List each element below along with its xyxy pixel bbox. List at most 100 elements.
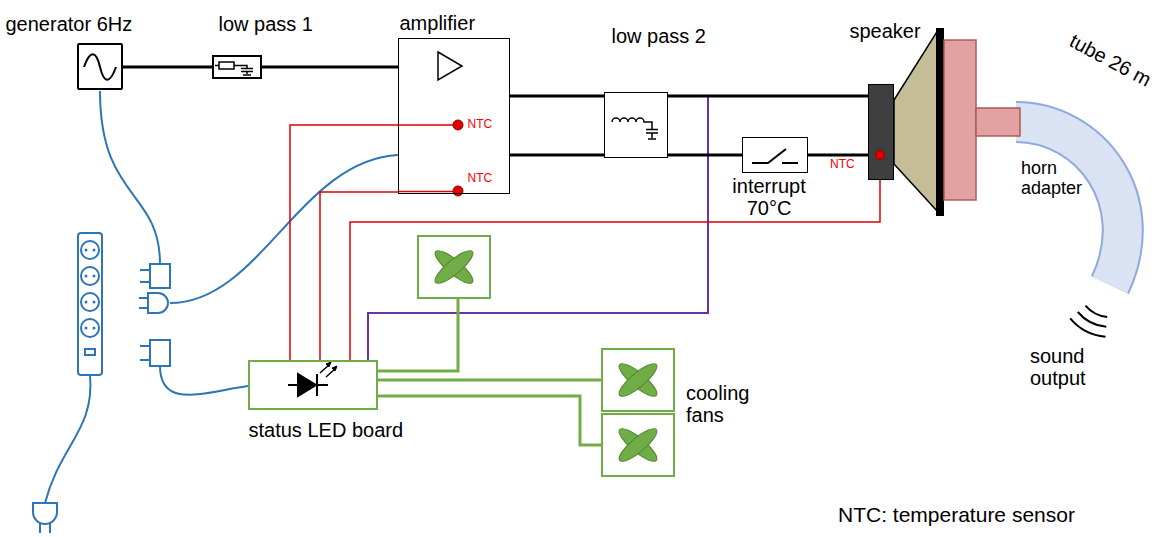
- sense-wire: [368, 96, 708, 360]
- sound-waves: [1070, 318, 1105, 336]
- socket-holes: [93, 301, 96, 304]
- part-label: status LED board: [249, 419, 404, 441]
- power-plug: [148, 293, 168, 313]
- cooling-fan: [418, 236, 490, 298]
- part-label: amplifier: [400, 12, 476, 34]
- signal-wire: [668, 154, 742, 157]
- cooling-fan: [615, 359, 661, 401]
- speaker-cone: [894, 30, 938, 212]
- power-strip: [78, 233, 102, 375]
- socket-holes: [85, 249, 96, 330]
- power-plug: [40, 523, 50, 533]
- sound-waves: [1086, 306, 1108, 317]
- signal-wire: [510, 154, 604, 157]
- signal-wire: [808, 154, 868, 157]
- sensor-wire: [398, 191, 453, 193]
- led-symbol: [288, 362, 337, 396]
- power-plug: [33, 503, 57, 524]
- filter-symbol: [219, 62, 234, 69]
- speaker-rim: [936, 28, 944, 216]
- tube: [1016, 122, 1123, 285]
- power-cable: [45, 91, 398, 503]
- cooling-fan: [602, 349, 674, 411]
- socket-holes: [85, 301, 88, 304]
- sensor-dot: [453, 120, 463, 196]
- part-label: horn adapter: [1021, 158, 1091, 198]
- sensor-wire: [290, 125, 398, 360]
- horn-adapter: [976, 108, 1020, 136]
- power-plug: [150, 340, 170, 366]
- cooling-fan: [615, 359, 661, 401]
- signal-wire: [262, 66, 398, 69]
- power-strip: [78, 233, 102, 375]
- sensor-wire: [350, 180, 880, 360]
- signal-wire: [123, 66, 212, 69]
- switch-symbol: [752, 149, 798, 163]
- led-symbol: [288, 374, 328, 396]
- signal-wire: [668, 95, 868, 98]
- sensor-wire: [398, 124, 453, 126]
- amplifier-symbol: [438, 52, 462, 80]
- power-cable: [170, 155, 398, 303]
- part-label: cooling fans: [686, 382, 766, 427]
- filter-symbol: [612, 118, 652, 129]
- horn-adapter: [944, 40, 976, 200]
- sensor-wire: [320, 192, 398, 360]
- filter-box: low pass 1: [212, 55, 262, 79]
- part-label: low pass 1: [219, 13, 314, 35]
- speaker-magnet: speaker: [868, 84, 894, 180]
- part-label: tube 26 m: [1065, 29, 1154, 91]
- filter-symbol: [215, 62, 253, 75]
- power-cable: [45, 375, 90, 503]
- filter-box: low pass 2: [604, 92, 668, 158]
- power-plug: [140, 346, 150, 360]
- socket-holes: [85, 249, 88, 252]
- output-label: sound output: [1030, 345, 1102, 390]
- fan-wire: [378, 379, 602, 382]
- power-strip: [81, 319, 99, 337]
- cooling-fan: [431, 246, 477, 288]
- power-cable: [160, 366, 248, 395]
- power-cable: [100, 91, 160, 264]
- part-label: low pass 2: [612, 25, 707, 47]
- socket-holes: [85, 275, 88, 278]
- sensor-label: NTC: [468, 172, 493, 185]
- cooling-fan: [602, 349, 674, 411]
- sensor-dot: [453, 186, 463, 196]
- power-strip: [81, 267, 99, 285]
- tube: [1016, 122, 1123, 285]
- power-strip: [81, 241, 99, 259]
- sensor-dot: [453, 120, 463, 130]
- part-label: generator 6Hz: [6, 13, 133, 35]
- filter-symbol: [612, 118, 658, 139]
- cooling-fan: [602, 414, 674, 476]
- led-board: status LED board: [248, 360, 378, 410]
- amplifier-box: amplifierNTCNTC: [398, 38, 510, 194]
- sensor-label: NTC: [468, 118, 493, 131]
- generator-box: generator 6Hz: [77, 43, 123, 90]
- fan-wire: [378, 298, 602, 445]
- fan-wire: [378, 396, 602, 445]
- power-plug: [150, 264, 170, 288]
- cooling-fan: [418, 236, 490, 298]
- sensor-wire: [398, 125, 453, 192]
- sensor-label: NTC: [830, 158, 855, 171]
- power-strip: [85, 349, 95, 355]
- socket-holes: [93, 327, 96, 330]
- socket-holes: [93, 275, 96, 278]
- part-label: interrupt 70°C: [722, 175, 817, 220]
- sound-waves: [1078, 312, 1107, 327]
- switch-box: interrupt 70°C: [742, 137, 808, 173]
- legend-note: NTC: temperature sensor: [838, 503, 1075, 527]
- filter-symbol: [646, 130, 658, 140]
- cooling-fan: [615, 424, 661, 466]
- filter-symbol: [215, 66, 253, 76]
- sine-symbol: [84, 54, 116, 80]
- cooling-fan: [602, 414, 674, 476]
- cooling-fan: [431, 246, 477, 288]
- led-symbol: [298, 374, 316, 396]
- power-plug: [139, 298, 148, 308]
- power-plug: [33, 264, 170, 533]
